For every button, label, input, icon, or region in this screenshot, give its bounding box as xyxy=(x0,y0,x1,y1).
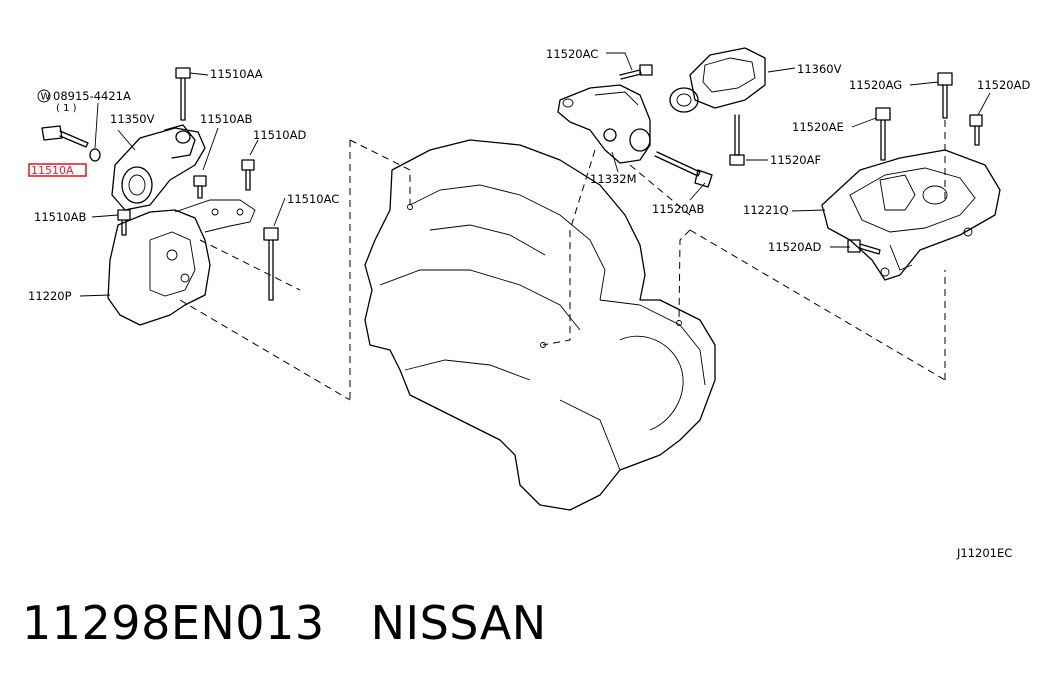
label-11350v[interactable]: 11350V xyxy=(110,112,155,126)
right-bolts xyxy=(847,72,983,255)
label-11510aa[interactable]: 11510AA xyxy=(210,67,263,81)
left-bracket-11220p xyxy=(107,199,256,326)
label-11510a-highlighted[interactable]: 11510A xyxy=(31,164,74,177)
torque-rod-11360v xyxy=(669,47,766,113)
label-11510ab-top[interactable]: 11510AB xyxy=(200,112,252,126)
caption-brand: NISSAN xyxy=(370,596,547,650)
label-11360v[interactable]: 11360V xyxy=(797,62,842,76)
label-08915-qty: ( 1 ) xyxy=(56,103,77,114)
torque-bracket-11332m xyxy=(557,84,651,164)
label-11520ad-right[interactable]: 11520AD xyxy=(977,78,1030,92)
part-labels: 11520AC 11360V 11520AG 11520AD 11520AE 1… xyxy=(28,47,1030,560)
leader-lines xyxy=(79,52,991,297)
washer-symbol-icon xyxy=(37,89,51,103)
label-11520ad-low[interactable]: 11520AD xyxy=(768,240,821,254)
part-caption: 11298EN013 NISSAN xyxy=(22,596,547,650)
highlight-box-11510a xyxy=(28,163,87,177)
label-11520af[interactable]: 11520AF xyxy=(770,153,821,167)
washer-symbol-letter: W xyxy=(41,92,51,103)
label-11520ag[interactable]: 11520AG xyxy=(849,78,902,92)
label-11510ad[interactable]: 11510AD xyxy=(253,128,306,142)
left-mount-11350v xyxy=(111,124,206,211)
right-mount-11221q xyxy=(821,149,1001,281)
label-08915-4421a[interactable]: 08915-4421A xyxy=(53,89,131,103)
center-bolts xyxy=(619,64,745,188)
label-11221q[interactable]: 11221Q xyxy=(743,203,789,217)
label-11510ac[interactable]: 11510AC xyxy=(287,192,339,206)
caption-part-number: 11298EN013 xyxy=(22,596,325,650)
engine-block xyxy=(364,139,716,511)
label-11510ab-left[interactable]: 11510AB xyxy=(34,210,86,224)
label-11520ac-top[interactable]: 11520AC xyxy=(546,47,598,61)
label-11520ab[interactable]: 11520AB xyxy=(652,202,704,216)
drawing-code: J11201EC xyxy=(956,546,1012,560)
label-11332m[interactable]: 11332M xyxy=(590,172,637,186)
left-bolts xyxy=(41,67,279,301)
label-11220p[interactable]: 11220P xyxy=(28,289,72,303)
engine-mount-exploded-diagram: 11520AC 11360V 11520AG 11520AD 11520AE 1… xyxy=(28,47,1030,560)
phantom-lines xyxy=(179,120,946,401)
label-11520ae[interactable]: 11520AE xyxy=(792,120,844,134)
